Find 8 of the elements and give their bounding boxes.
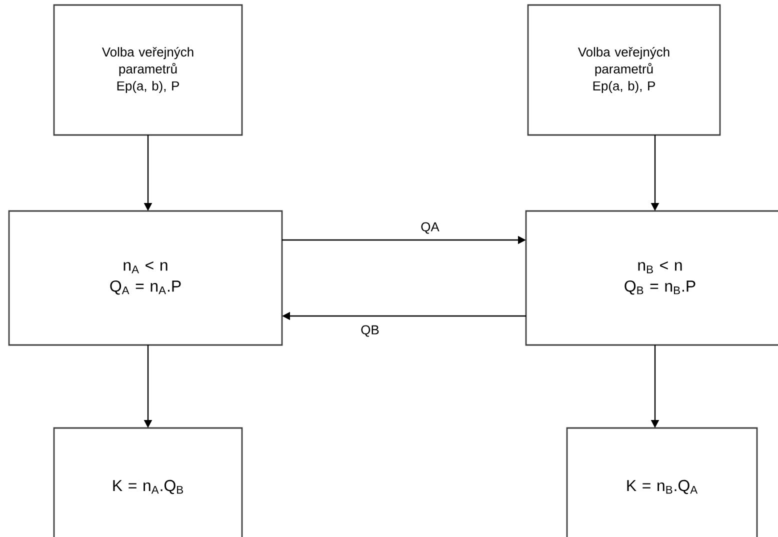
process-box: n$_{B}$ < n Q$_{B}$ = n$_{B}$.P [525, 210, 778, 346]
process-box: Volba veřejných parametrů Ep(a, b), P [527, 4, 721, 136]
process-box: K = n$_{A}$.Q$_{B}$ [53, 427, 243, 537]
process-box: n$_{A}$ < n Q$_{A}$ = n$_{A}$.P [8, 210, 283, 346]
process-box: K = n$_{B}$.Q$_{A}$ [566, 427, 758, 537]
process-box: Volba veřejných parametrů Ep(a, b), P [53, 4, 243, 136]
edge-label: QA [421, 222, 440, 234]
edge-label: QB [361, 325, 379, 337]
